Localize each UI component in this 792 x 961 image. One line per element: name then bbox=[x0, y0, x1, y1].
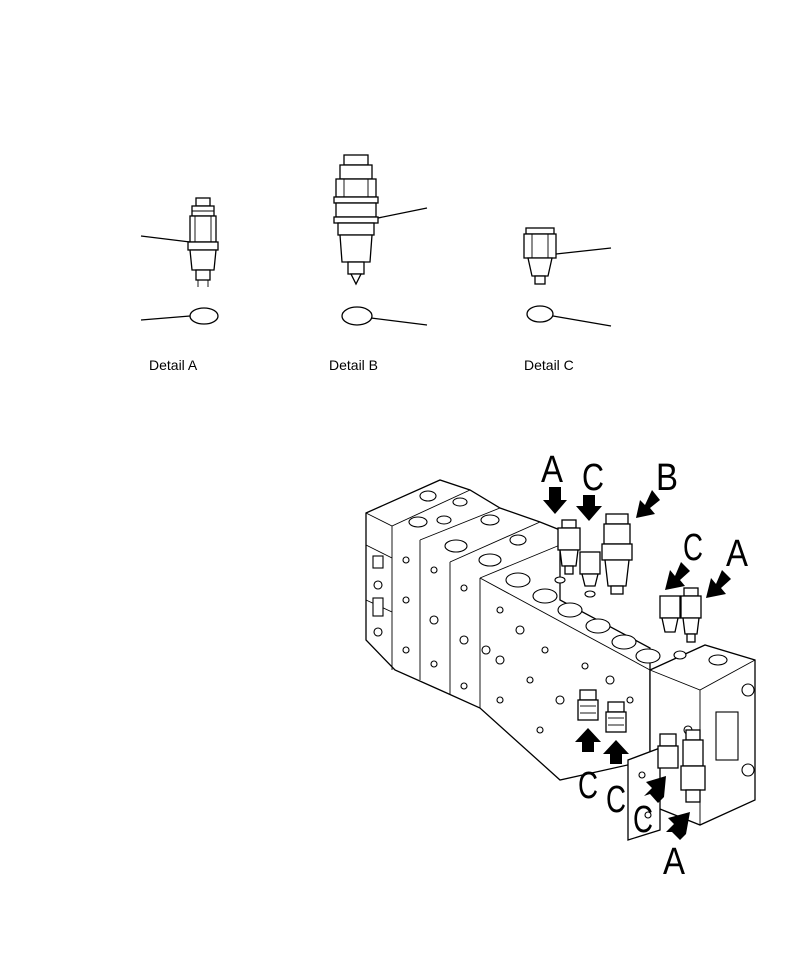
mounted-valve-a-low bbox=[680, 729, 706, 803]
callout-a-top-left: A bbox=[541, 449, 564, 491]
mounted-valve-c-top-left bbox=[579, 551, 601, 587]
detail-c-leader-ring bbox=[552, 315, 612, 327]
callout-a-top-right: A bbox=[726, 533, 749, 575]
detail-a-caption: Detail A bbox=[149, 357, 198, 373]
detail-c-o-ring bbox=[526, 305, 554, 323]
detail-a-o-ring bbox=[189, 307, 219, 325]
detail-b-group: Detail B bbox=[329, 154, 428, 373]
arrow-c-low-3 bbox=[644, 776, 666, 803]
detail-a-group: Detail A bbox=[140, 197, 219, 373]
detail-b-relief-valve bbox=[333, 154, 379, 286]
detail-b-leader-ring bbox=[370, 317, 428, 326]
callout-b-top: B bbox=[656, 457, 678, 499]
detail-c-group: Detail C bbox=[523, 227, 612, 373]
mounted-valve-c-low-1 bbox=[577, 689, 599, 721]
callout-c-top-right: C bbox=[683, 527, 703, 569]
arrow-a-top-right bbox=[706, 570, 731, 598]
arrow-b-top bbox=[636, 490, 660, 518]
detail-c-plug bbox=[523, 227, 557, 285]
detail-b-o-ring bbox=[341, 306, 373, 326]
mounted-valve-c-low-3 bbox=[657, 733, 679, 769]
callout-c-low-1: C bbox=[578, 765, 598, 807]
mounted-valve-c-low-2 bbox=[605, 701, 627, 733]
arrow-c-low-1 bbox=[575, 728, 601, 752]
arrow-a-low bbox=[666, 812, 690, 840]
callout-a-low: A bbox=[663, 841, 686, 883]
mounted-valve-a-top-right bbox=[680, 587, 702, 643]
detail-b-caption: Detail B bbox=[329, 357, 378, 373]
mounted-valve-c-top-right bbox=[659, 595, 681, 633]
callout-c-low-2: C bbox=[606, 779, 626, 821]
detail-c-leader-plug bbox=[555, 247, 612, 255]
mounted-valve-a-top-left bbox=[557, 519, 581, 575]
mounted-valve-b-top bbox=[601, 513, 633, 595]
arrow-a-top-left bbox=[543, 487, 567, 514]
arrow-c-top-right bbox=[665, 562, 690, 590]
callout-c-low-3: C bbox=[633, 799, 653, 841]
callout-c-top-left: C bbox=[582, 457, 604, 499]
detail-a-leader-valve bbox=[140, 235, 191, 243]
detail-b-leader-valve bbox=[377, 207, 428, 219]
detail-a-leader-ring bbox=[140, 315, 191, 321]
detail-c-caption: Detail C bbox=[524, 357, 574, 373]
arrow-c-top-left bbox=[576, 495, 602, 521]
detail-a-valve-cartridge bbox=[187, 197, 219, 287]
arrow-c-low-2 bbox=[603, 740, 629, 764]
